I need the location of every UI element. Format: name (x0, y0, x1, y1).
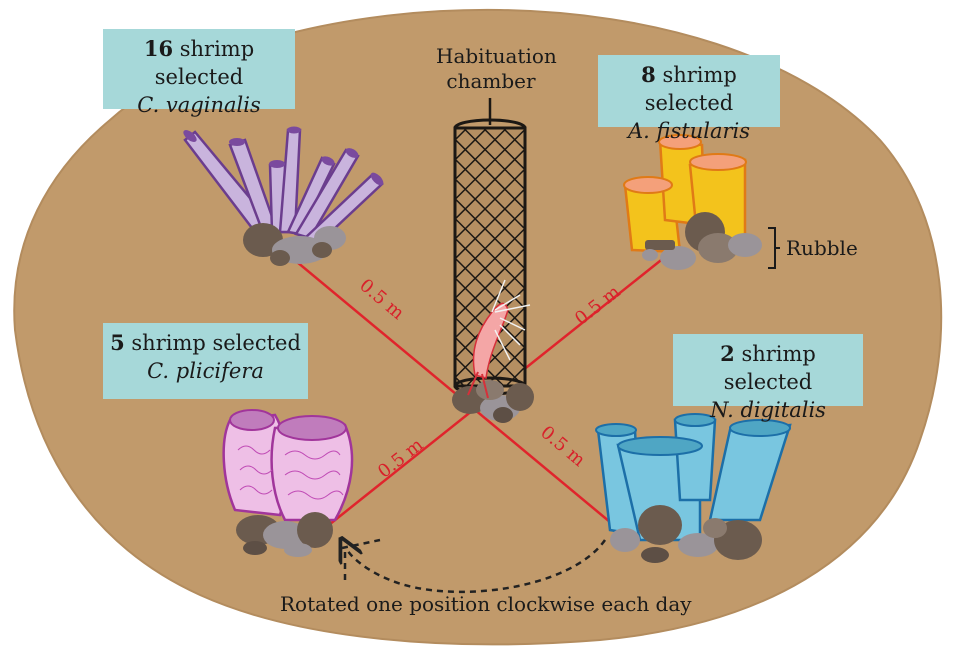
sponge-icon-n-digitalis (596, 414, 790, 563)
label-bottom-left: 5 shrimp selected C. plicifera (103, 323, 308, 399)
count-bottom-right: 2 (720, 341, 735, 366)
rotation-label: Rotated one position clockwise each day (280, 592, 692, 617)
count-top-left: 16 (144, 36, 173, 61)
species-bottom-left: C. plicifera (103, 357, 308, 385)
text-top-right: shrimp selected (645, 63, 737, 115)
count-bottom-left: 5 (110, 330, 125, 355)
chamber-label-line1: Habituation (436, 44, 546, 69)
species-top-left: C. vaginalis (103, 91, 295, 119)
count-top-right: 8 (641, 62, 656, 87)
habituation-chamber-icon (452, 98, 534, 423)
rubble-label: Rubble (786, 236, 858, 261)
chamber-label: Habituation chamber (436, 44, 546, 94)
label-bottom-right: 2 shrimp selected N. digitalis (673, 334, 863, 406)
species-bottom-right: N. digitalis (673, 396, 863, 424)
chamber-label-line2: chamber (436, 69, 546, 94)
label-top-left: 16 shrimp selected C. vaginalis (103, 29, 295, 109)
label-top-right: 8 shrimp selected A. fistularis (598, 55, 780, 127)
text-bottom-right: shrimp selected (724, 342, 816, 394)
species-top-right: A. fistularis (598, 117, 780, 145)
text-bottom-left: shrimp selected (131, 331, 301, 355)
